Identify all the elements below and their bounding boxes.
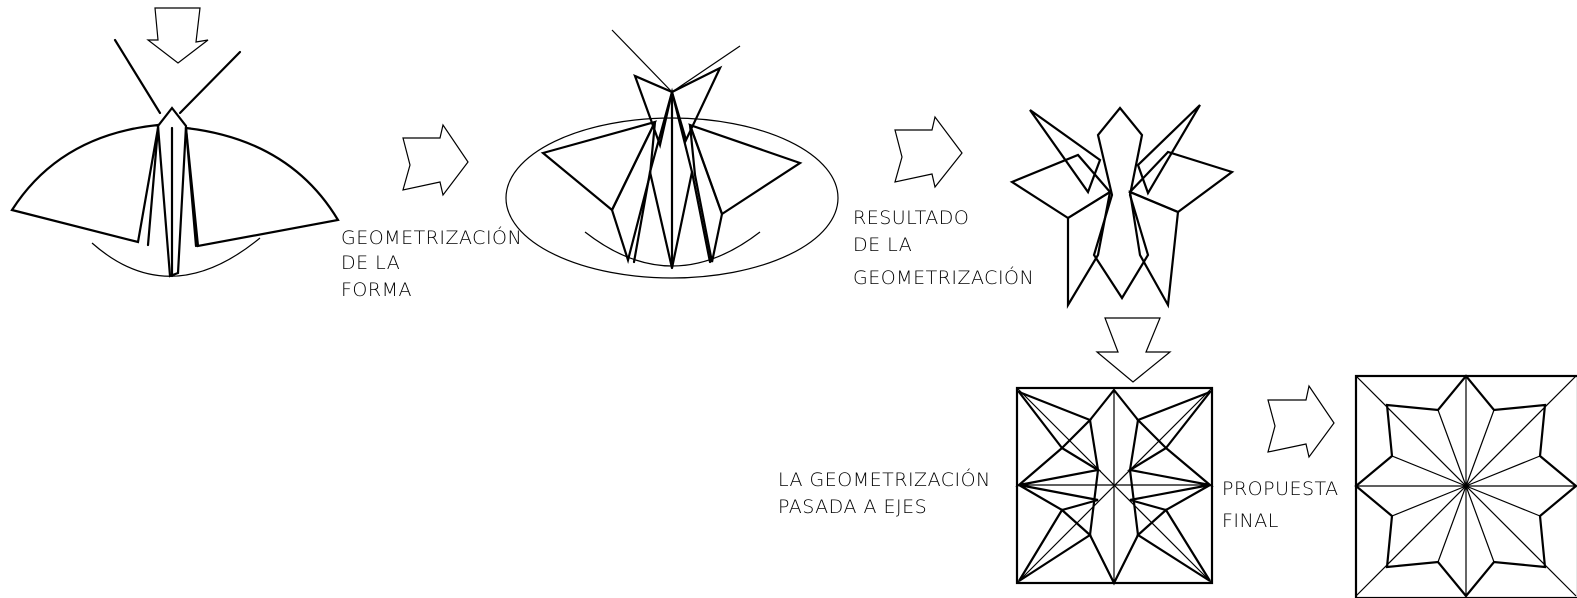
step4-line1: PROPUESTA: [1222, 478, 1339, 500]
step1-line2: DE LA: [341, 252, 400, 274]
step3-line2: PASADA A EJES: [778, 496, 927, 518]
step3-label: LA GEOMETRIZACIÓN PASADA A EJES: [778, 467, 997, 518]
arrow-right-icon: [1267, 384, 1335, 459]
step1-label: GEOMETRIZACIÓN DE LA FORMA: [341, 225, 529, 301]
step1-line3: FORMA: [341, 279, 412, 301]
butterfly-geometrization-result: [1009, 104, 1235, 309]
step4-label: PROPUESTA FINAL: [1222, 478, 1345, 532]
arrow-right-icon: [894, 115, 963, 189]
step2-line2: DE LA: [853, 234, 912, 256]
step1-line1: GEOMETRIZACIÓN: [341, 225, 522, 249]
step4-line2: FINAL: [1222, 510, 1279, 532]
butterfly-geometrization: [505, 29, 839, 279]
arrow-down-icon: [146, 7, 209, 64]
step2-line1: RESULTADO: [853, 207, 969, 229]
step2-line3: GEOMETRIZACIÓN: [853, 265, 1034, 289]
arrow-right-icon: [402, 123, 469, 197]
arrow-down-icon: [1095, 317, 1172, 383]
butterfly-original-form: [10, 7, 340, 278]
final-proposal-star: [1354, 374, 1577, 598]
geometrization-on-axes: [1015, 386, 1214, 586]
step2-label: RESULTADO DE LA GEOMETRIZACIÓN: [853, 207, 1034, 289]
step3-line1: LA GEOMETRIZACIÓN: [778, 467, 991, 491]
